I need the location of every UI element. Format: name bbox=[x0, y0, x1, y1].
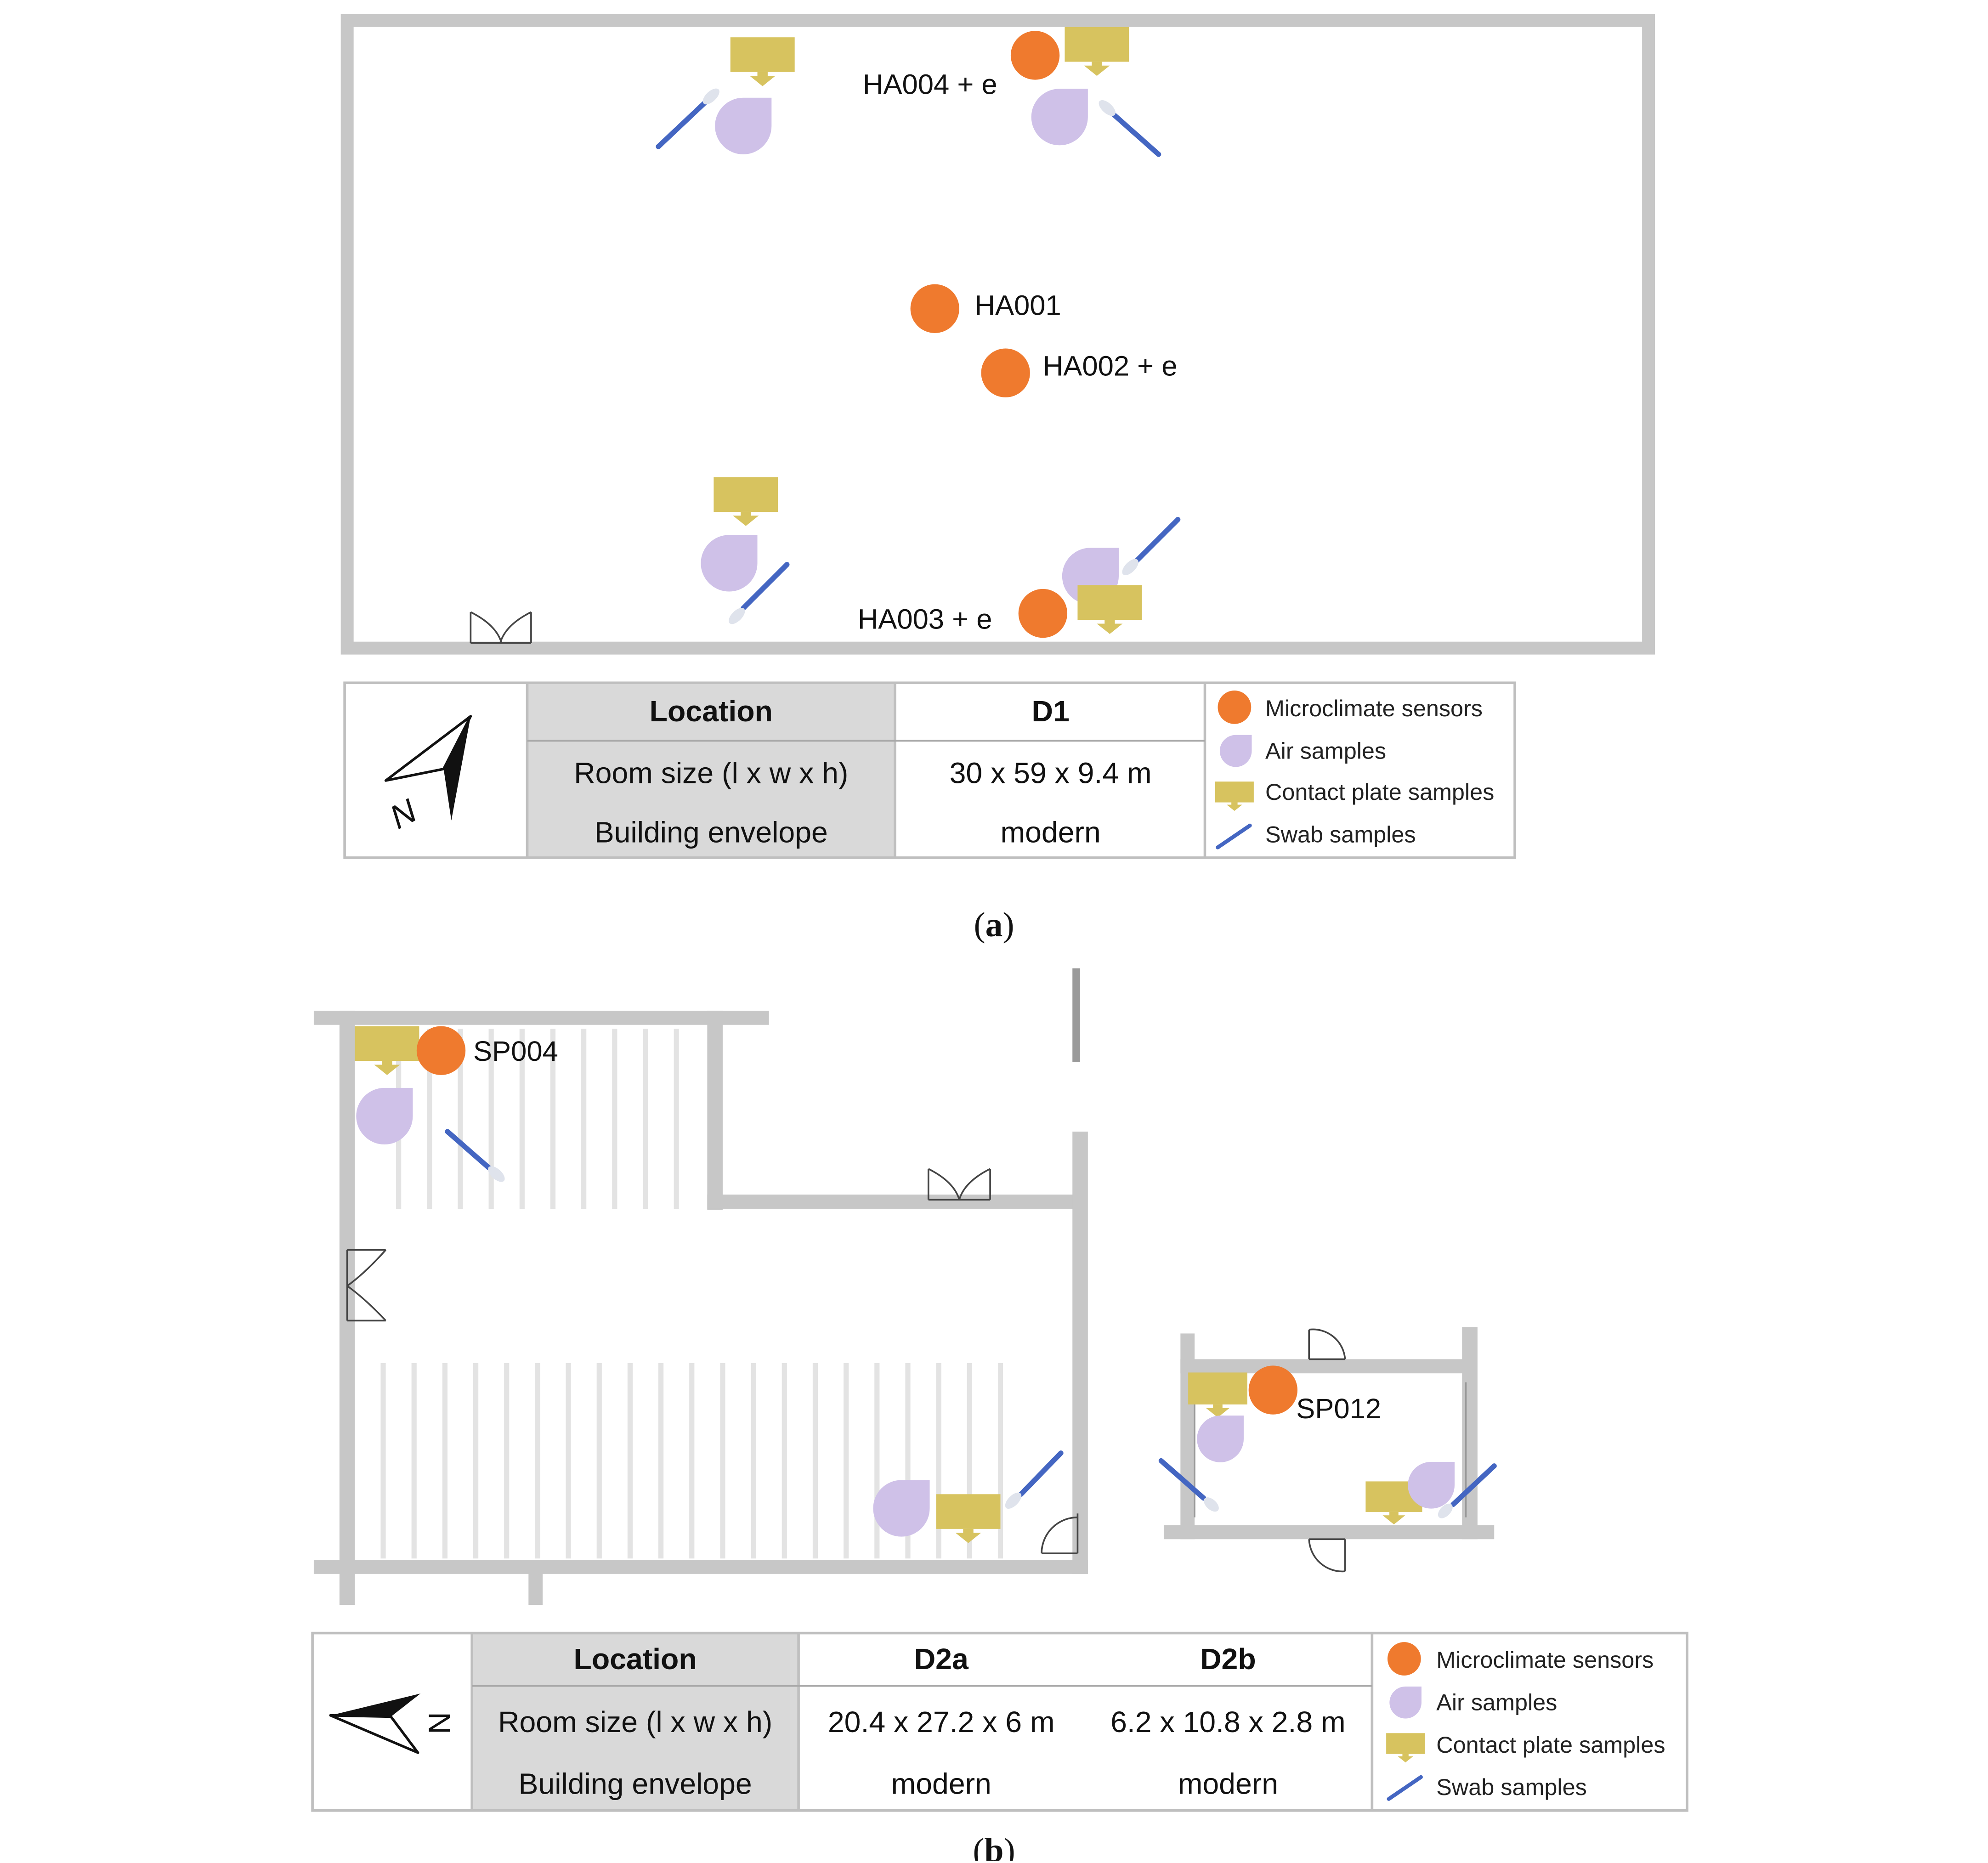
sensor-label-ha003: HA003 + e bbox=[858, 604, 992, 635]
table-header-value: D1 bbox=[1032, 695, 1070, 728]
legend-sensor-icon bbox=[1218, 691, 1252, 724]
table-row-value: modern bbox=[891, 1767, 991, 1800]
table-row-value: 30 x 59 x 9.4 m bbox=[950, 757, 1152, 790]
swab-marker bbox=[1158, 1458, 1219, 1512]
legend-contact-icon bbox=[1386, 1733, 1425, 1763]
sensor-marker-ha004 bbox=[1010, 31, 1060, 80]
compass-icon: N bbox=[384, 715, 472, 836]
legend-swab-icon bbox=[1387, 1775, 1423, 1801]
contact-plate-marker bbox=[355, 1026, 419, 1075]
air-sample-marker bbox=[356, 1087, 413, 1145]
contact-plate-marker bbox=[730, 37, 795, 86]
door-icon bbox=[1041, 1513, 1079, 1554]
info-table-b: N Location D2a D2b Room size (l x w x h)… bbox=[311, 1631, 1688, 1812]
legend-label: Swab samples bbox=[1265, 821, 1416, 847]
air-sample-marker bbox=[715, 97, 772, 154]
table-header-label: Location bbox=[650, 695, 773, 728]
table-header-value: D2b bbox=[1200, 1642, 1256, 1676]
compass-icon: N bbox=[329, 1693, 457, 1754]
contact-plate-marker bbox=[714, 477, 778, 526]
sensor-label-ha002: HA002 + e bbox=[1043, 350, 1178, 382]
table-row-label: Room size (l x w x h) bbox=[498, 1705, 772, 1738]
air-sample-marker bbox=[1031, 89, 1088, 146]
air-sample-marker bbox=[1408, 1461, 1455, 1509]
legend-air-icon bbox=[1389, 1686, 1422, 1719]
table-row-label: Building envelope bbox=[519, 1767, 752, 1800]
panel-caption-a: (a) bbox=[974, 906, 1014, 944]
swab-marker bbox=[1438, 1463, 1497, 1518]
compass-north-label: N bbox=[423, 1712, 457, 1734]
swab-marker bbox=[1099, 100, 1161, 157]
contact-plate-marker bbox=[936, 1494, 1001, 1543]
table-header-value: D2a bbox=[914, 1642, 969, 1676]
compass-north-label: N bbox=[384, 792, 423, 836]
sensor-label-sp012: SP012 bbox=[1296, 1393, 1381, 1425]
air-sample-marker bbox=[701, 535, 758, 592]
air-sample-marker bbox=[1197, 1416, 1244, 1462]
swab-marker bbox=[656, 88, 719, 149]
room-d2b-walls bbox=[1163, 1327, 1495, 1540]
contact-plate-marker bbox=[1188, 1372, 1247, 1418]
room-d2a-walls bbox=[313, 968, 1088, 1605]
panel-a: HA004 + e HA001 HA002 + e HA003 + e bbox=[340, 14, 1655, 944]
panel-b: SP004 bbox=[311, 968, 1688, 1863]
panel-caption-b: (b) bbox=[973, 1832, 1015, 1861]
legend-label: Contact plate samples bbox=[1436, 1732, 1665, 1758]
legend-label: Swab samples bbox=[1436, 1774, 1586, 1800]
swab-marker bbox=[729, 562, 790, 624]
seating-stripes bbox=[380, 1363, 1003, 1559]
table-row-label: Room size (l x w x h) bbox=[574, 757, 848, 790]
contact-plate-marker bbox=[1065, 27, 1129, 76]
legend-label: Air samples bbox=[1436, 1689, 1557, 1715]
air-sample-marker bbox=[873, 1480, 930, 1537]
table-row-label: Building envelope bbox=[595, 815, 828, 849]
sensor-marker-ha003 bbox=[1018, 589, 1068, 638]
sensor-marker-ha002 bbox=[981, 348, 1030, 397]
swab-marker bbox=[445, 1129, 505, 1182]
legend-air-icon bbox=[1219, 735, 1252, 767]
info-table-a: N Location D1 Room size (l x w x h) 30 x… bbox=[343, 681, 1516, 859]
table-row-value: 6.2 x 10.8 x 2.8 m bbox=[1110, 1705, 1346, 1738]
room-d1-walls bbox=[340, 14, 1655, 655]
table-row-value: modern bbox=[1178, 1767, 1278, 1800]
door-icon bbox=[927, 1168, 991, 1201]
table-row-value: 20.4 x 27.2 x 6 m bbox=[828, 1705, 1055, 1738]
door-icon bbox=[346, 1249, 387, 1322]
sensor-label-sp004: SP004 bbox=[473, 1036, 558, 1067]
sensor-label-ha001: HA001 bbox=[975, 290, 1061, 322]
sensor-marker-sp012 bbox=[1248, 1365, 1298, 1415]
sensor-marker-ha001 bbox=[910, 284, 959, 333]
legend-contact-icon bbox=[1215, 781, 1254, 811]
legend-b: Microclimate sensors Air samples Contact… bbox=[1386, 1642, 1665, 1801]
door-icon bbox=[1308, 1538, 1346, 1573]
sensor-marker-sp004 bbox=[416, 1026, 466, 1075]
door-icon bbox=[1308, 1328, 1346, 1360]
table-header-label: Location bbox=[574, 1642, 697, 1676]
contact-plate-marker bbox=[1077, 585, 1142, 634]
legend-sensor-icon bbox=[1387, 1642, 1421, 1676]
swab-marker bbox=[1005, 1450, 1064, 1509]
legend-label: Air samples bbox=[1265, 737, 1386, 764]
legend-swab-icon bbox=[1216, 823, 1252, 849]
door-icon bbox=[470, 611, 532, 644]
legend-a: Microclimate sensors Air samples Contact… bbox=[1215, 691, 1494, 849]
swab-marker bbox=[1122, 517, 1181, 576]
table-row-value: modern bbox=[1001, 815, 1101, 849]
legend-label: Microclimate sensors bbox=[1265, 695, 1483, 721]
sensor-label-ha004: HA004 + e bbox=[863, 68, 997, 100]
legend-label: Contact plate samples bbox=[1265, 779, 1494, 805]
legend-label: Microclimate sensors bbox=[1436, 1647, 1654, 1673]
